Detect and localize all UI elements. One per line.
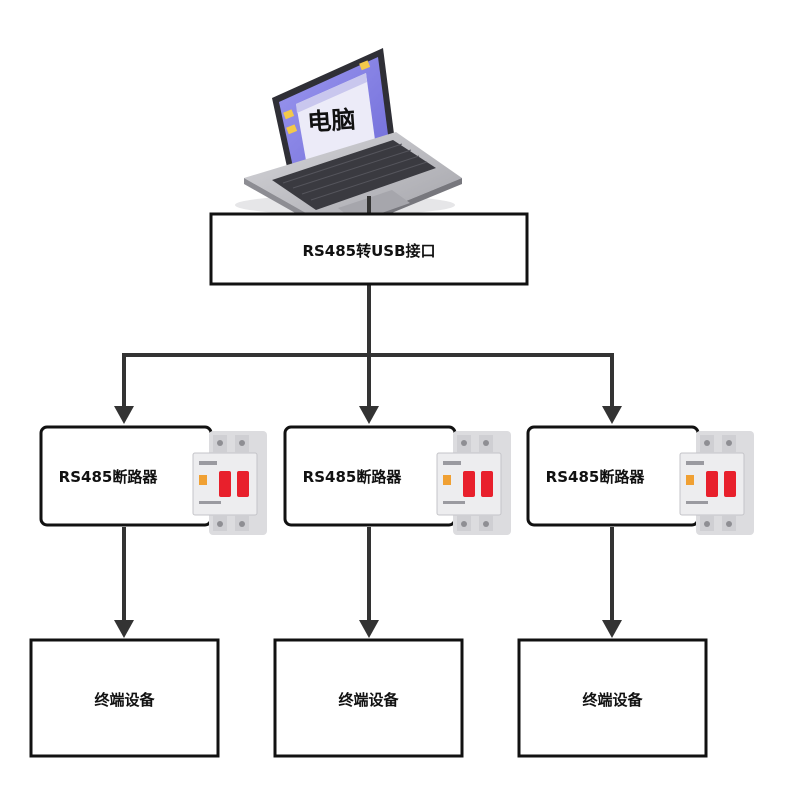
- device-row: 终端设备 终端设备 终端设备: [29, 638, 708, 758]
- device-label: 终端设备: [582, 691, 643, 709]
- interface-box: RS485转USB接口: [209, 212, 529, 286]
- arrowhead-breaker-3: [602, 406, 622, 424]
- breaker-node: RS485断路器: [283, 425, 511, 535]
- device-box: [517, 638, 708, 758]
- circuit-breaker-icon: [679, 431, 754, 535]
- device-box: [273, 638, 464, 758]
- laptop-icon: [235, 48, 462, 236]
- breaker-label: RS485断路器: [59, 468, 159, 486]
- breaker-node: RS485断路器: [39, 425, 267, 535]
- arrowhead-device-2: [359, 620, 379, 638]
- breaker-node: RS485断路器: [526, 425, 754, 535]
- device-node: 终端设备: [517, 638, 708, 758]
- circuit-breaker-icon: [192, 431, 267, 535]
- breaker-label: RS485断路器: [546, 468, 646, 486]
- computer-label: 电脑: [307, 105, 357, 136]
- device-label: 终端设备: [94, 691, 155, 709]
- circuit-breaker-icon: [436, 431, 511, 535]
- connector-lines: [122, 196, 614, 626]
- device-node: 终端设备: [273, 638, 464, 758]
- arrowhead-device-1: [114, 620, 134, 638]
- arrowhead-breaker-1: [114, 406, 134, 424]
- interface-label: RS485转USB接口: [302, 242, 435, 260]
- arrowheads: [114, 406, 622, 638]
- arrowhead-breaker-2: [359, 406, 379, 424]
- breaker-row: RS485断路器 RS485断路器 RS485断路器: [39, 425, 754, 535]
- arrowhead-device-3: [602, 620, 622, 638]
- device-box: [29, 638, 220, 758]
- breaker-label: RS485断路器: [303, 468, 403, 486]
- device-node: 终端设备: [29, 638, 220, 758]
- device-label: 终端设备: [338, 691, 399, 709]
